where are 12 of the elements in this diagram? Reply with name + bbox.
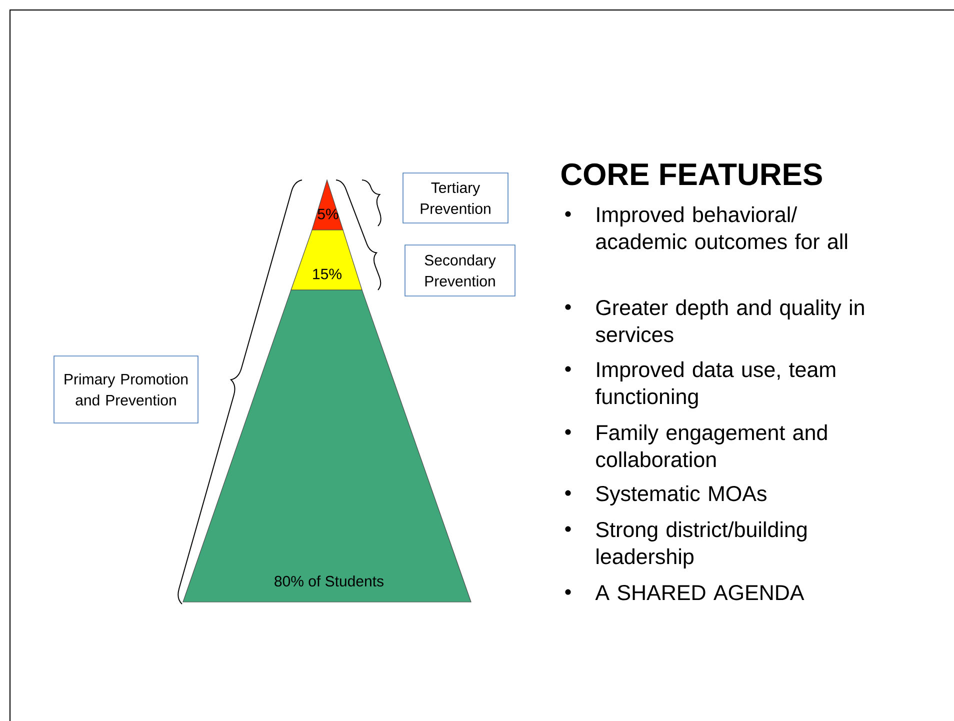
bullet-item: Family engagement and collaboration	[596, 424, 827, 468]
label-box: Tertiary Prevention	[402, 172, 508, 224]
bullet-item: Strong district/building leadership	[596, 521, 806, 568]
bullet-item: Improved data use, team functioning	[596, 361, 836, 408]
heading: CORE FEATURES	[561, 163, 822, 186]
bullet-item: Systematic MOAs	[596, 485, 766, 506]
bullet-item: Greater depth and quality in services	[596, 299, 864, 342]
bullet-item: Improved behavioral/ academic outcomes for all	[596, 206, 848, 250]
label-box: Secondary Prevention	[404, 244, 516, 296]
bullet-item: A SHARED AGENDA	[595, 585, 804, 600]
pyramid-tier: 15%	[290, 230, 362, 290]
label-box: Primary Promotion and Prevention	[54, 356, 198, 424]
